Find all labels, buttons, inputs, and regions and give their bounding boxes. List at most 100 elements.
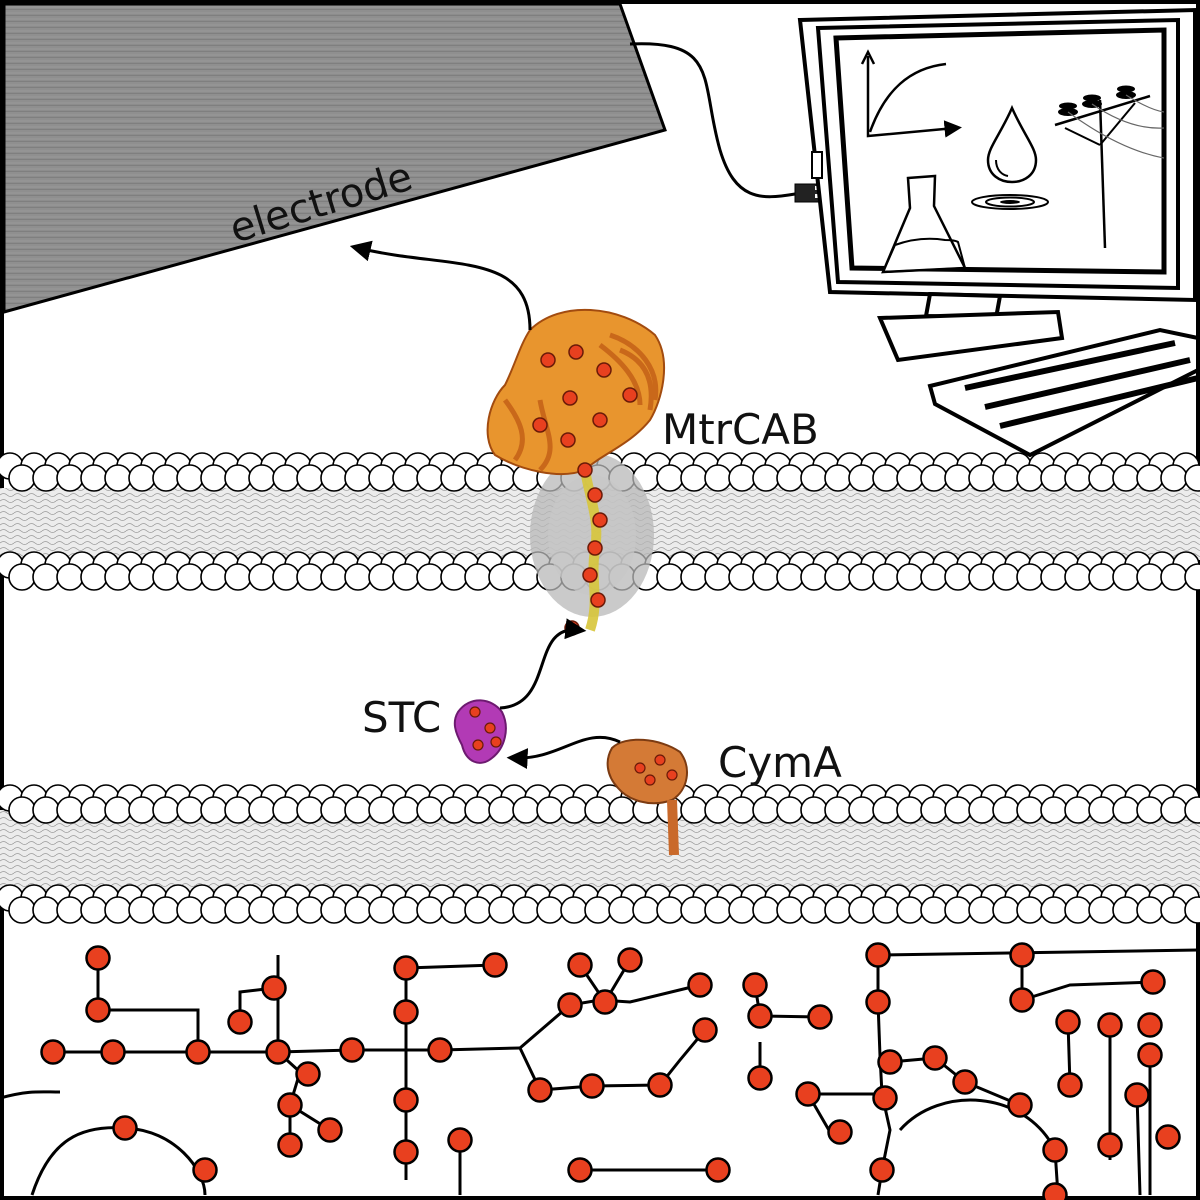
- lipid-head: [728, 563, 756, 591]
- lipid-head: [464, 796, 492, 824]
- lipid-head: [80, 896, 108, 924]
- lipid-head: [56, 896, 84, 924]
- lipid-head: [56, 464, 84, 492]
- lipid-head: [272, 896, 300, 924]
- lipid-head: [680, 464, 708, 492]
- lipid-head: [248, 796, 276, 824]
- heme-node: [747, 1065, 773, 1091]
- lipid-head: [824, 563, 852, 591]
- lipid-head: [992, 896, 1020, 924]
- cyma-protein: [606, 738, 688, 856]
- keyboard-icon: [927, 327, 1200, 458]
- lipid-head: [920, 796, 948, 824]
- lipid-head: [200, 464, 228, 492]
- heme-node: [592, 989, 618, 1015]
- lipid-head: [704, 896, 732, 924]
- heme: [562, 390, 578, 406]
- heme-node: [567, 1157, 593, 1183]
- heme-node: [317, 1117, 343, 1143]
- heme-node: [277, 1132, 303, 1158]
- lipid-head: [56, 796, 84, 824]
- lipid-head: [80, 796, 108, 824]
- heme-node: [393, 1087, 419, 1113]
- lipid-head: [368, 796, 396, 824]
- heme-node: [261, 975, 287, 1001]
- lipid-head: [272, 563, 300, 591]
- lipid-head: [800, 796, 828, 824]
- lipid-head: [392, 563, 420, 591]
- lipid-head: [8, 563, 36, 591]
- heme-node: [40, 1039, 66, 1065]
- heme-node: [647, 1072, 673, 1098]
- heme-node: [1007, 1092, 1033, 1118]
- lipid-head: [1016, 896, 1044, 924]
- lipid-head: [320, 563, 348, 591]
- lipid-head: [896, 796, 924, 824]
- lipid-head: [152, 563, 180, 591]
- lipid-head: [968, 896, 996, 924]
- lipid-head: [1184, 796, 1200, 824]
- lipid-head: [128, 464, 156, 492]
- lipid-head: [1040, 464, 1068, 492]
- heme: [577, 462, 593, 478]
- lipid-head: [8, 896, 36, 924]
- lipid-head: [584, 796, 612, 824]
- heme-node: [742, 972, 768, 998]
- lipid-head: [536, 796, 564, 824]
- lipid-head: [776, 563, 804, 591]
- lipid-head: [1064, 796, 1092, 824]
- lipid-head: [1088, 563, 1116, 591]
- lipid-head: [224, 563, 252, 591]
- lipid-head: [416, 896, 444, 924]
- lipid-head: [896, 896, 924, 924]
- heme-node: [747, 1003, 773, 1029]
- lipid-head: [416, 796, 444, 824]
- lipid-head: [248, 563, 276, 591]
- heme-node: [1097, 1132, 1123, 1158]
- lipid-head: [440, 464, 468, 492]
- lipid-head: [368, 896, 396, 924]
- lipid-head: [416, 464, 444, 492]
- heme-node: [100, 1039, 126, 1065]
- mtrcab-label: MtrCAB: [662, 405, 819, 454]
- lipid-head: [1064, 563, 1092, 591]
- lipid-head: [800, 896, 828, 924]
- lipid-head: [752, 563, 780, 591]
- lipid-head: [296, 896, 324, 924]
- heme: [564, 620, 580, 636]
- lipid-head: [1112, 464, 1140, 492]
- heme-node: [1124, 1082, 1150, 1108]
- cable: [629, 42, 796, 199]
- lipid-head: [104, 796, 132, 824]
- lipid-head: [248, 896, 276, 924]
- lipid-head: [1184, 896, 1200, 924]
- heme-node: [277, 1092, 303, 1118]
- lipid-head: [1184, 464, 1200, 492]
- lipid-head: [656, 464, 684, 492]
- lipid-head: [968, 796, 996, 824]
- heme-node: [692, 1017, 718, 1043]
- lipid-head: [200, 896, 228, 924]
- heme-node: [1009, 942, 1035, 968]
- lipid-head: [176, 563, 204, 591]
- lipid-head: [128, 796, 156, 824]
- heme-node: [952, 1069, 978, 1095]
- lipid-head: [1160, 896, 1188, 924]
- mtrcab-protein: [486, 308, 666, 636]
- lipid-head: [560, 796, 588, 824]
- lipid-head: [728, 796, 756, 824]
- heme: [592, 412, 608, 428]
- lipid-head: [32, 563, 60, 591]
- lipid-head: [1088, 896, 1116, 924]
- lipid-head: [824, 796, 852, 824]
- lipid-head: [944, 896, 972, 924]
- heme-node: [877, 1049, 903, 1075]
- heme-node: [1009, 987, 1035, 1013]
- heme-node: [185, 1039, 211, 1065]
- heme-node: [922, 1045, 948, 1071]
- heme-node: [579, 1073, 605, 1099]
- heme-node: [1137, 1042, 1163, 1068]
- power-line-icon: [1054, 85, 1165, 249]
- heme-node: [557, 992, 583, 1018]
- lipid-head: [704, 563, 732, 591]
